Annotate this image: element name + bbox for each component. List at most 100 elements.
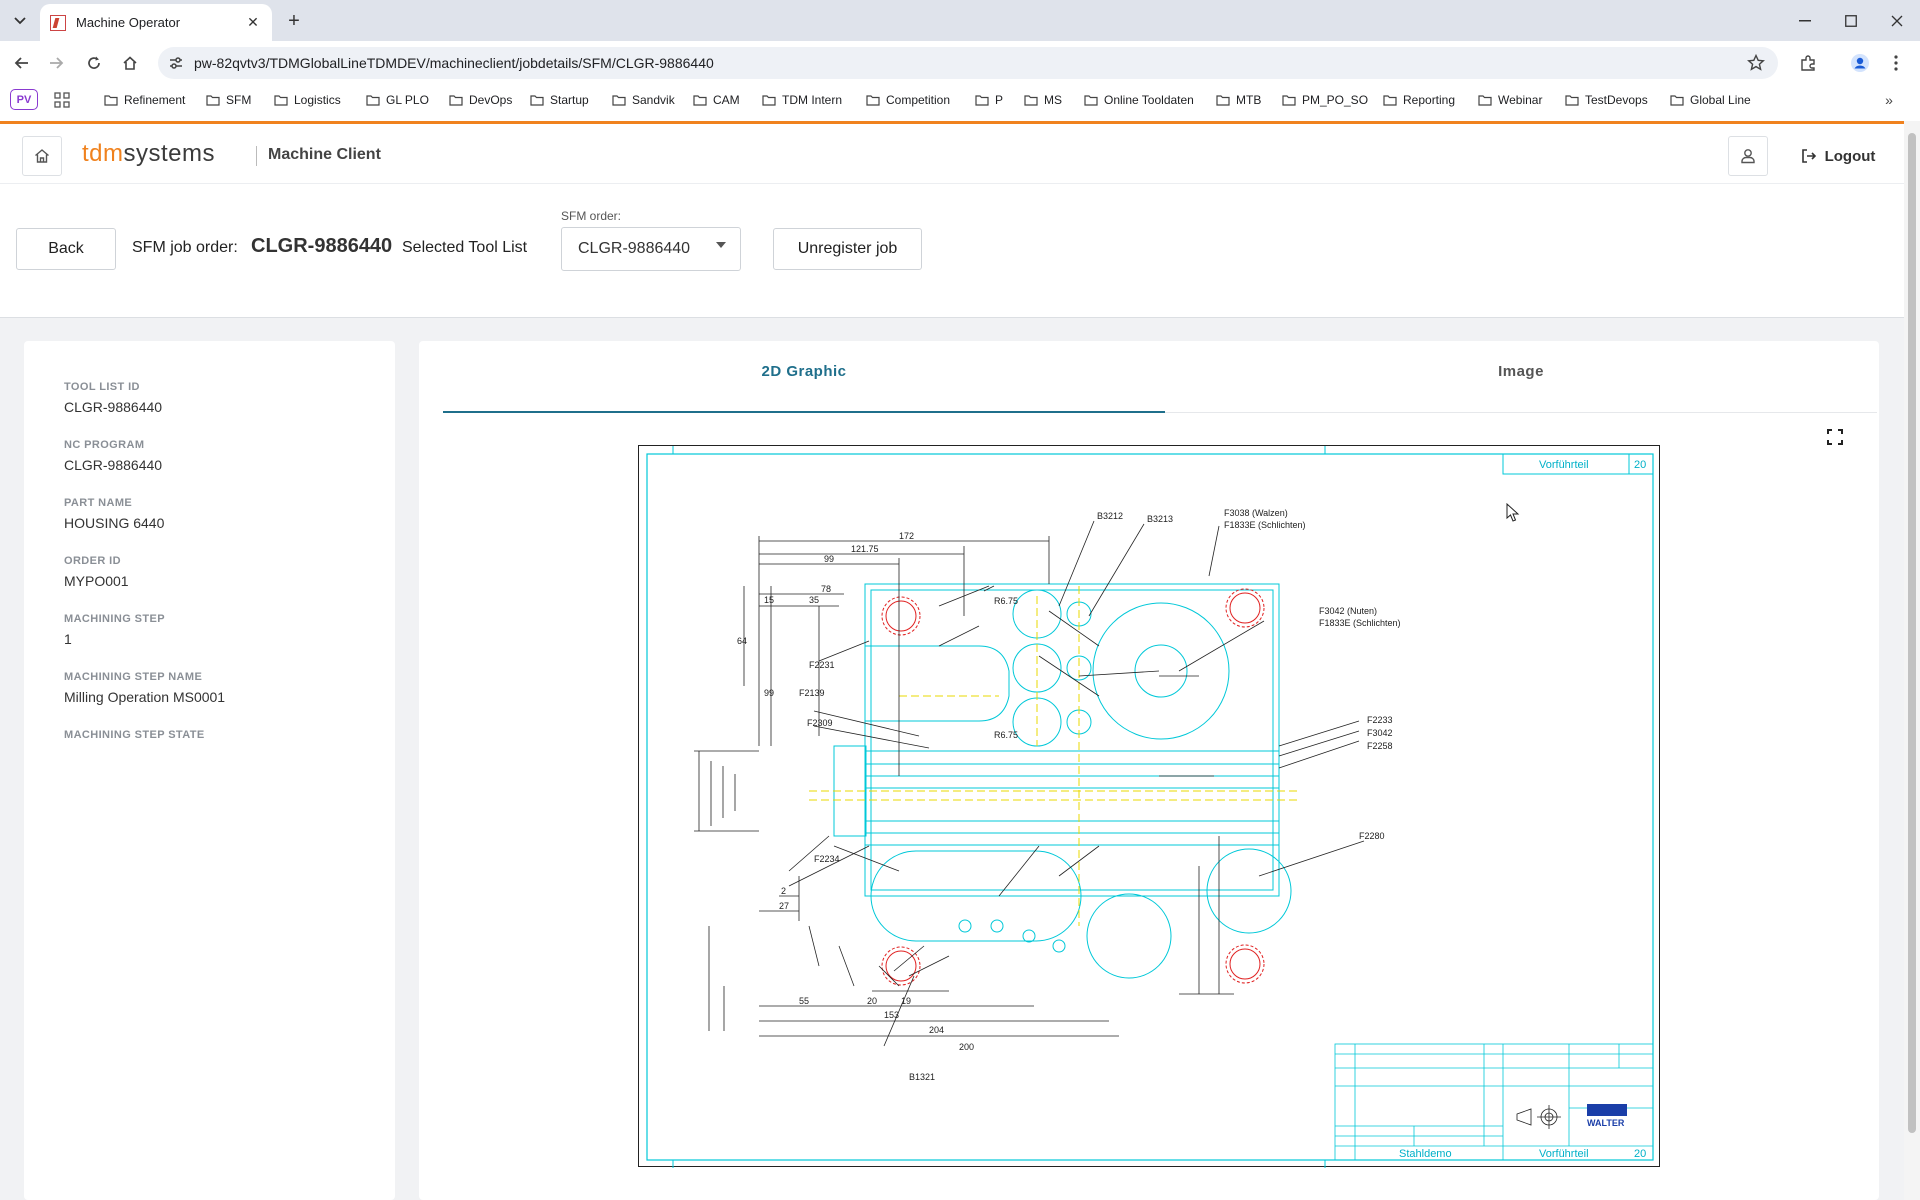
sfm-job-order-label: SFM job order: (132, 239, 238, 256)
tab-image[interactable]: Image (1498, 362, 1544, 380)
bookmark-folder-testdevops[interactable]: TestDevops (1565, 85, 1648, 115)
bookmark-folder-online-tooldaten[interactable]: Online Tooldaten (1084, 85, 1194, 115)
profile-avatar-icon[interactable] (1848, 51, 1872, 75)
folder-icon (1084, 95, 1098, 106)
back-button[interactable]: Back (16, 228, 116, 270)
bookmark-label: Online Tooldaten (1104, 93, 1194, 107)
bookmark-folder-gl-plo[interactable]: GL PLO (366, 85, 429, 115)
info-part-name: PART NAME HOUSING 6440 (64, 497, 165, 531)
active-tab-indicator (443, 411, 1165, 413)
back-arrow-icon[interactable] (10, 51, 34, 75)
minimize-window-icon[interactable] (1782, 0, 1828, 41)
dim-204: 204 (929, 1025, 944, 1035)
label-f2233: F2233 (1367, 715, 1393, 725)
folder-icon (1216, 95, 1230, 106)
bookmark-label: GL PLO (386, 93, 429, 107)
folder-icon (1024, 95, 1038, 106)
folder-icon (530, 95, 544, 106)
bookmark-folder-devops[interactable]: DevOps (449, 85, 512, 115)
folder-icon (866, 95, 880, 106)
apps-grid-icon[interactable] (54, 92, 70, 108)
dim-27: 27 (779, 901, 789, 911)
info-machining-step-state: MACHINING STEP STATE (64, 729, 205, 741)
bookmark-label: MTB (1236, 93, 1262, 107)
bookmark-folder-mtb[interactable]: MTB (1216, 85, 1261, 115)
bookmark-folder-webinar[interactable]: Webinar (1478, 85, 1542, 115)
tab-search-chevron-icon[interactable] (8, 9, 32, 33)
bookmark-label: TestDevops (1585, 93, 1648, 107)
stamp-text-bottom: Vorführteil (1539, 1148, 1589, 1160)
bookmark-label: CAM (713, 93, 740, 107)
close-window-icon[interactable] (1874, 0, 1920, 41)
label-f1833e-schlichten: F1833E (Schlichten) (1224, 520, 1306, 530)
home-button[interactable] (22, 136, 62, 176)
label-f2309: F2309 (807, 718, 833, 728)
extensions-puzzle-icon[interactable] (1796, 51, 1820, 75)
label-f2258: F2258 (1367, 741, 1393, 751)
bookmark-folder-startup[interactable]: Startup (530, 85, 589, 115)
bookmark-folder-sfm[interactable]: SFM (206, 85, 251, 115)
bookmark-folder-ms[interactable]: MS (1024, 85, 1062, 115)
bookmark-folder-refinement[interactable]: Refinement (104, 85, 185, 115)
tab-title: Machine Operator (76, 15, 181, 30)
logout-label: Logout (1824, 147, 1876, 165)
bookmark-star-icon[interactable] (1746, 53, 1766, 73)
bookmark-folder-reporting[interactable]: Reporting (1383, 85, 1455, 115)
bookmark-folder-logistics[interactable]: Logistics (274, 85, 341, 115)
label-f2234: F2234 (814, 854, 840, 864)
fullscreen-icon (1827, 429, 1843, 445)
bookmark-folder-global-line[interactable]: Global Line (1670, 85, 1751, 115)
bookmark-folder-sandvik[interactable]: Sandvik (612, 85, 675, 115)
more-bookmarks-chevron-icon[interactable]: » (1885, 92, 1893, 108)
home-browser-icon[interactable] (118, 51, 142, 75)
browser-toolbar: pw-82qvtv3/TDMGlobalLineTDMDEV/machinecl… (0, 41, 1920, 85)
bookmark-label: Logistics (294, 93, 341, 107)
dim-64: 64 (737, 636, 747, 646)
info-tool-list-id: TOOL LIST ID CLGR-9886440 (64, 381, 163, 415)
folder-icon (975, 95, 989, 106)
info-machining-step: MACHINING STEP 1 (64, 613, 165, 647)
user-profile-button[interactable] (1728, 136, 1768, 176)
new-tab-plus-icon[interactable]: + (288, 9, 300, 32)
folder-icon (366, 95, 380, 106)
fullscreen-button[interactable] (1821, 423, 1849, 451)
address-bar[interactable]: pw-82qvtv3/TDMGlobalLineTDMDEV/machinecl… (158, 47, 1778, 79)
bookmark-label: P (995, 93, 1004, 107)
dim-172: 172 (899, 531, 914, 541)
browser-menu-kebab-icon[interactable] (1884, 51, 1908, 75)
close-tab-icon[interactable]: ✕ (247, 14, 259, 30)
technical-drawing-2d[interactable]: Vorführteil 20 (638, 445, 1660, 1168)
forward-arrow-icon[interactable] (44, 51, 68, 75)
label-f1833e-schlichten-2: F1833E (Schlichten) (1319, 618, 1401, 628)
site-info-tune-icon[interactable] (168, 55, 184, 71)
bookmark-folder-competition[interactable]: Competition (866, 85, 950, 115)
bookmarks-bar: PV Refinement SFM Logistics GL PLO DevOps Sta… (0, 85, 1920, 115)
tab-2d-graphic[interactable]: 2D Graphic (761, 362, 847, 380)
maximize-window-icon[interactable] (1828, 0, 1874, 41)
label-f3038-walzen: F3038 (Walzen) (1224, 508, 1288, 518)
bookmark-label: TDM Intern (782, 93, 843, 107)
reload-icon[interactable] (82, 51, 106, 75)
page-scrollbar[interactable] (1904, 121, 1920, 1200)
label-f2280: F2280 (1359, 831, 1385, 841)
logout-button[interactable]: Logout (1790, 136, 1886, 176)
bookmark-label: Webinar (1498, 93, 1543, 107)
folder-icon (1565, 95, 1579, 106)
pv-profile-badge[interactable]: PV (10, 89, 38, 110)
title-block-company: WALTER (1587, 1118, 1625, 1128)
bookmark-folder-pm-po-so[interactable]: PM_PO_SO (1282, 85, 1368, 115)
dim-20: 20 (867, 996, 877, 1006)
unregister-job-button[interactable]: Unregister job (773, 228, 922, 270)
bookmark-folder-cam[interactable]: CAM (693, 85, 740, 115)
browser-tab-machine-operator[interactable]: Machine Operator ✕ (40, 4, 272, 41)
folder-icon (1670, 95, 1684, 106)
bookmark-folder-tdm-intern[interactable]: TDM Intern (762, 85, 842, 115)
bookmark-folder-p[interactable]: P (975, 85, 1003, 115)
folder-icon (274, 95, 288, 106)
sfm-order-select[interactable]: CLGR-9886440 (561, 227, 741, 271)
scrollbar-thumb[interactable] (1908, 133, 1916, 1133)
dim-99-vertical: 99 (764, 688, 774, 698)
mouse-cursor-icon (1506, 503, 1520, 522)
folder-icon (206, 95, 220, 106)
